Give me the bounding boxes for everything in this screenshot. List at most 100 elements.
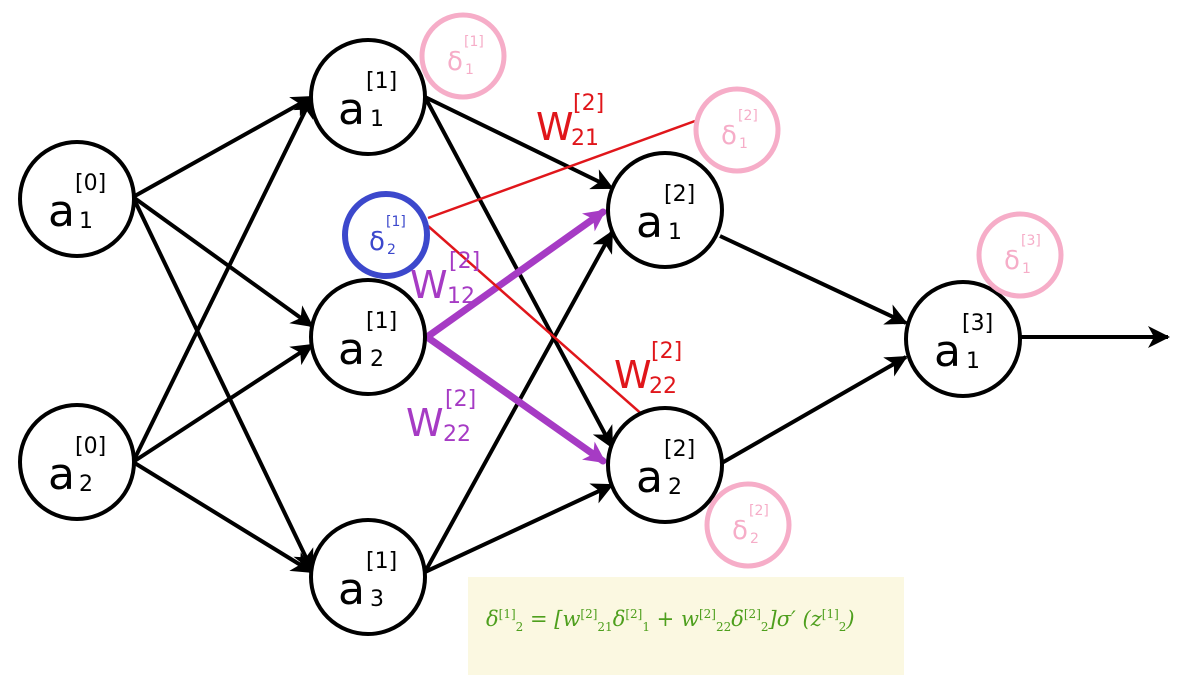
- svg-text:δ: δ: [447, 47, 463, 77]
- formula-w1-sup: [2]: [580, 607, 598, 621]
- svg-text:W: W: [536, 105, 574, 149]
- svg-text:22: 22: [443, 422, 471, 447]
- svg-text:[1]: [1]: [366, 549, 397, 574]
- formula-lhs-delta: δ: [486, 607, 499, 631]
- svg-text:[2]: [2]: [573, 91, 604, 116]
- svg-text:[2]: [2]: [445, 387, 476, 412]
- formula-box: δ[1]2 = [w[2]21δ[2]1 + w[2]22δ[2]2]σ′ (z…: [468, 577, 904, 675]
- svg-text:a: a: [934, 326, 961, 377]
- edge-a2-0-to-a2-1: [131, 343, 314, 464]
- svg-text:[3]: [3]: [1021, 233, 1041, 249]
- svg-text:a: a: [636, 452, 663, 503]
- formula-paren-open: (: [795, 607, 811, 631]
- svg-text:12: 12: [447, 284, 475, 309]
- svg-text:W: W: [614, 353, 652, 397]
- formula-w1-sub: 21: [597, 620, 613, 635]
- node-a3-1: a [1] 3: [309, 518, 427, 636]
- formula-z: z: [810, 607, 822, 631]
- svg-text:δ: δ: [721, 121, 737, 151]
- edge-a2-0-to-a3-1: [131, 460, 314, 574]
- backprop-formula: δ[1]2 = [w[2]21δ[2]1 + w[2]22δ[2]2]σ′ (z…: [486, 607, 855, 634]
- edge-a1-1-to-a1-2: [424, 95, 614, 190]
- node-a2-0: a [0] 2: [18, 403, 136, 521]
- highlight-w22-path: [423, 333, 607, 465]
- delta-d2-2: δ [2] 2: [704, 481, 792, 569]
- delta-d1-3: δ [3] 1: [976, 211, 1064, 299]
- edge-a1-0-to-a2-1: [131, 195, 314, 328]
- node-a2-1: a [1] 2: [309, 278, 427, 396]
- edge-a1-2-to-a1-3: [719, 234, 908, 325]
- svg-text:δ: δ: [1004, 246, 1020, 276]
- weight-label-w12-purple: W [2] 12: [410, 249, 480, 309]
- svg-text:[1]: [1]: [366, 69, 397, 94]
- formula-z-sup: [1]: [821, 607, 839, 621]
- formula-z-sub: 2: [838, 620, 847, 635]
- formula-w2-sub: 22: [715, 620, 732, 635]
- edge-a1-0-to-a1-1: [132, 95, 314, 199]
- svg-text:[2]: [2]: [749, 503, 769, 519]
- formula-d2-sub: 2: [760, 620, 769, 635]
- svg-text:1: 1: [668, 220, 682, 245]
- svg-text:1: 1: [79, 209, 93, 234]
- node-a2-2: a [2] 2: [606, 406, 724, 524]
- formula-w2: w: [680, 607, 699, 631]
- formula-bracket-close: ]: [768, 607, 777, 631]
- formula-d2-sup: [2]: [743, 607, 761, 621]
- svg-text:W: W: [406, 401, 444, 445]
- edge-a2-0-to-a1-1: [131, 95, 314, 463]
- weight-label-w21-red: W [2] 21: [536, 91, 604, 151]
- svg-text:[2]: [2]: [651, 339, 682, 364]
- svg-text:[2]: [2]: [738, 108, 758, 124]
- svg-text:[2]: [2]: [664, 182, 695, 207]
- svg-text:2: 2: [750, 531, 759, 547]
- weight-label-w22-purple: W [2] 22: [406, 387, 476, 447]
- svg-text:3: 3: [370, 587, 384, 612]
- weight-label-w22-red: W [2] 22: [614, 339, 682, 399]
- svg-text:1: 1: [1022, 261, 1031, 277]
- formula-d1: δ: [612, 607, 626, 631]
- svg-text:[2]: [2]: [664, 437, 695, 462]
- svg-text:2: 2: [79, 472, 93, 497]
- formula-w1: w: [562, 607, 581, 631]
- svg-text:2: 2: [668, 475, 682, 500]
- highlight-w21-path: [427, 119, 696, 220]
- node-a1-1: a [1] 1: [309, 38, 427, 156]
- node-a1-0: a [0] 1: [18, 140, 136, 258]
- svg-text:21: 21: [571, 126, 599, 151]
- svg-text:a: a: [48, 186, 75, 237]
- svg-text:1: 1: [370, 107, 384, 132]
- svg-text:1: 1: [465, 62, 474, 78]
- svg-text:[1]: [1]: [366, 309, 397, 334]
- svg-text:δ: δ: [369, 227, 385, 257]
- svg-text:[1]: [1]: [386, 214, 406, 230]
- svg-text:a: a: [48, 449, 75, 500]
- svg-text:22: 22: [649, 374, 677, 399]
- svg-text:a: a: [338, 564, 365, 615]
- formula-sigma-prime: σ′: [776, 607, 796, 631]
- node-a1-3: a [3] 1: [904, 280, 1022, 398]
- edge-a2-2-to-a1-3: [719, 355, 908, 466]
- formula-paren-close: ): [846, 607, 855, 631]
- svg-text:[1]: [1]: [464, 34, 484, 50]
- delta-d1-2: δ [2] 1: [693, 86, 781, 174]
- formula-d1-sup: [2]: [625, 607, 643, 621]
- delta-d1-1: δ [1] 1: [419, 12, 507, 100]
- formula-plus: +: [650, 607, 681, 631]
- svg-text:[0]: [0]: [75, 171, 106, 196]
- svg-text:W: W: [410, 263, 448, 307]
- formula-lhs-sub: 2: [515, 620, 524, 635]
- formula-equals: = [: [523, 607, 563, 631]
- edge-a3-1-to-a2-2: [424, 483, 614, 574]
- svg-text:a: a: [338, 84, 365, 135]
- svg-text:1: 1: [966, 349, 980, 374]
- formula-d2: δ: [731, 607, 744, 631]
- focus-delta-d2-1: δ [1] 2: [342, 191, 430, 279]
- svg-text:[0]: [0]: [75, 434, 106, 459]
- svg-text:2: 2: [387, 242, 396, 258]
- svg-text:a: a: [338, 324, 365, 375]
- svg-text:1: 1: [739, 136, 748, 152]
- formula-lhs-sup: [1]: [498, 607, 516, 621]
- highlight-w12-path: [423, 208, 607, 341]
- svg-text:a: a: [636, 197, 663, 248]
